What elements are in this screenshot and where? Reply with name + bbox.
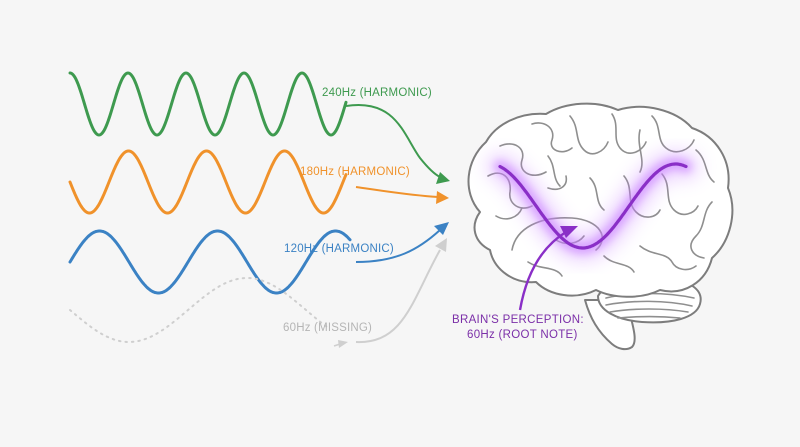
label-120hz: 120Hz (HARMONIC) — [284, 243, 394, 255]
wave-180hz — [68, 149, 348, 215]
perception-label-line1: BRAIN'S PERCEPTION: — [452, 314, 584, 326]
arrowhead-icon — [560, 226, 578, 238]
arrowhead-icon — [435, 238, 447, 252]
arrowhead-icon — [338, 340, 348, 348]
arrow-240hz-to-brain — [345, 103, 441, 178]
arrowhead-icon — [436, 172, 450, 184]
label-240hz: 240Hz (HARMONIC) — [322, 87, 432, 99]
perceived-wave — [498, 162, 688, 250]
arrow-120hz-to-brain — [355, 229, 441, 263]
label-180hz: 180Hz (HARMONIC) — [300, 166, 410, 178]
label-60hz-missing: 60Hz (MISSING) — [283, 322, 372, 334]
perception-pointer-arrow — [518, 230, 567, 311]
wave-60hz-missing — [69, 277, 331, 343]
arrow-60hz-to-brain — [355, 249, 441, 344]
perception-label-line2: 60Hz (ROOT NOTE) — [467, 329, 578, 341]
wave-120hz — [68, 229, 352, 295]
arrow-180hz-to-brain — [355, 186, 439, 198]
wave-240hz — [68, 71, 348, 137]
cerebrum — [467, 102, 734, 298]
arrowhead-icon — [436, 191, 449, 204]
arrowhead-icon — [434, 222, 449, 235]
